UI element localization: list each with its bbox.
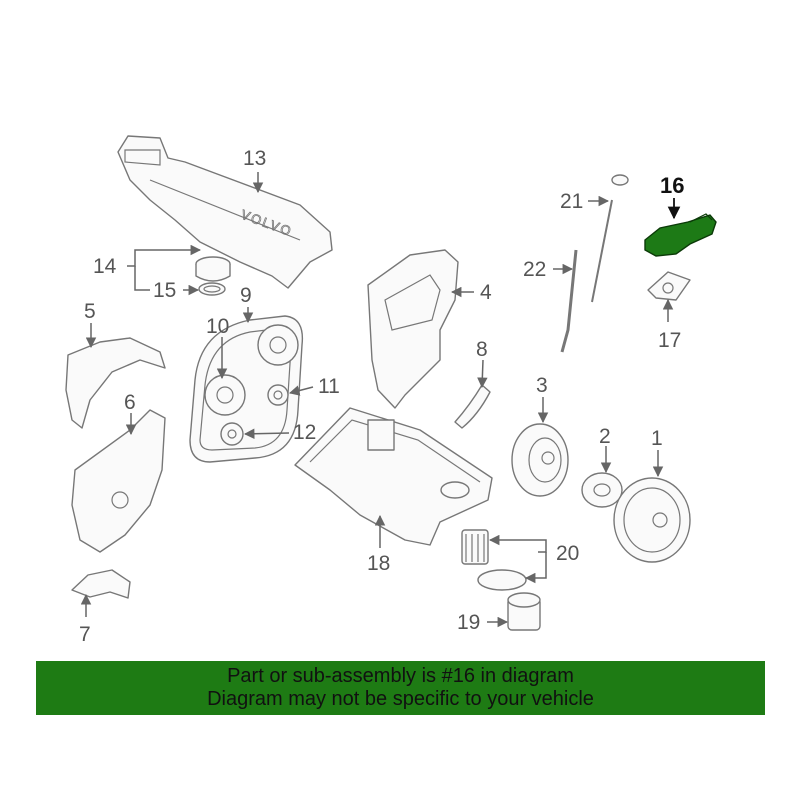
part-21-dipstick [591,174,629,303]
callout-5: 5 [84,300,96,323]
callout-17: 17 [658,329,681,352]
part-18-oil-pan [294,407,493,546]
part-7-shield [71,569,131,599]
part-3-oil-pump [511,423,569,497]
part-17-gasket [647,271,691,301]
part-14-oil-filler-cap [195,256,231,282]
part-22-dipstick-tube [560,249,578,353]
part-2-gear [581,472,623,508]
callout-6: 6 [124,391,136,414]
part-16-highlighted-valve [644,213,717,257]
callout-15: 15 [153,279,176,302]
callout-4: 4 [480,281,492,304]
part-13-engine-cover: VOLVO [117,135,333,289]
callout-21: 21 [560,190,583,213]
callout-20: 20 [556,542,579,565]
callout-9: 9 [240,284,252,307]
leader-lines [80,172,681,628]
callout-8: 8 [476,338,488,361]
part-6-lower-cover [71,409,166,553]
part-12-gear [220,422,244,446]
callout-3: 3 [536,374,548,397]
part-15-seal [198,282,226,296]
callout-16: 16 [660,173,684,198]
callout-10: 10 [206,315,229,338]
callout-2: 2 [599,425,611,448]
part-5-bracket [65,337,166,429]
callout-19: 19 [457,611,480,634]
part-20-oil-filter [461,529,527,591]
callout-12: 12 [293,421,316,444]
part-8-guide [454,384,491,429]
part-10-pulley [204,324,299,416]
callout-22: 22 [523,258,546,281]
callout-labels: 1 2 3 4 5 6 7 8 9 10 11 12 13 14 15 16 1… [79,147,684,646]
banner-line-2: Diagram may not be specific to your vehi… [207,688,594,710]
banner-line-1: Part or sub-assembly is #16 in diagram [227,665,574,687]
part-19-filter-housing-cap [507,592,541,631]
part-11-idler [267,384,289,406]
part-4-timing-cover [367,249,459,409]
callout-11: 11 [318,375,340,398]
callout-7: 7 [79,623,91,646]
callout-18: 18 [367,552,390,575]
callout-14: 14 [93,255,117,278]
part-info-banner: Part or sub-assembly is #16 in diagram D… [36,661,765,715]
callout-13: 13 [243,147,266,170]
part-1-crank-pulley [613,477,691,563]
callout-1: 1 [651,427,663,450]
